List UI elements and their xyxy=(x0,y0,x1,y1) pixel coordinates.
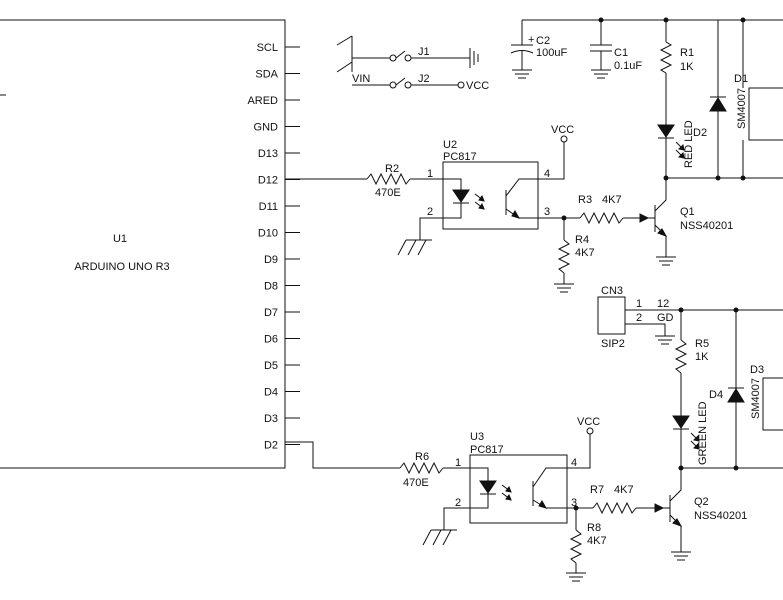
u3-vcc-label: VCC xyxy=(577,416,600,428)
u3-pin3: 3 xyxy=(571,497,577,509)
r6-ref: R6 xyxy=(415,451,429,463)
c2-ref: C2 xyxy=(536,35,550,47)
power-input-section: J1 VIN J2 VCC + C2 100uF xyxy=(336,17,783,92)
r3-value: 4K7 xyxy=(602,194,622,206)
j1-label: J1 xyxy=(418,46,430,58)
cn3-value: SIP2 xyxy=(601,338,625,350)
u3-pin4: 4 xyxy=(571,457,577,469)
arduino-u1: U1 ARDUINO UNO R3 SCL SDA ARED GND D13D12D11… xyxy=(0,19,300,469)
c1-ref: C1 xyxy=(614,47,628,59)
c1-value: 0.1uF xyxy=(614,60,642,72)
channel-2-green: R5 1K GREEN LED D4 D3 SM4007 R6 470E U3 … xyxy=(285,310,783,582)
d2-value: RED LED xyxy=(683,120,695,168)
u1-pin-label-d10: D10 xyxy=(258,228,278,240)
r4-value: 4K7 xyxy=(575,247,595,259)
u1-pin-label-d2: D2 xyxy=(264,440,278,452)
u2-pin3: 3 xyxy=(544,206,550,218)
r6-value: 470E xyxy=(403,477,429,489)
cn3-pin1: 1 xyxy=(636,298,642,310)
r2-ref: R2 xyxy=(385,163,399,175)
u1-name: ARDUINO UNO R3 xyxy=(74,261,169,273)
u1-pin-label-d7: D7 xyxy=(264,307,278,319)
vin-label: VIN xyxy=(352,73,370,85)
cn3-pin2: 2 xyxy=(636,312,642,324)
u1-pin-label-d9: D9 xyxy=(264,254,278,266)
u1-pin-label-d3: D3 xyxy=(264,413,278,425)
d3-value: SM4007 xyxy=(750,378,762,419)
cn3-label12: 12 xyxy=(657,298,669,310)
u2-value: PC817 xyxy=(443,151,477,163)
channel-1-red: R1 1K RED LED D2 D1 SM4007 R2 470E xyxy=(285,20,783,293)
d2-ref: D2 xyxy=(693,127,707,139)
d3-ref: D3 xyxy=(750,364,764,376)
d1-value: SM4007 xyxy=(736,88,748,129)
connector-cn3: CN3 SIP2 1 2 12 GD xyxy=(597,285,783,350)
d4-ref: D4 xyxy=(709,389,723,401)
u3-pin1: 1 xyxy=(455,457,461,469)
u2-ref: U2 xyxy=(443,139,457,151)
r2-value: 470E xyxy=(375,187,401,199)
u1-pin-label-d8: D8 xyxy=(264,281,278,293)
r8-ref: R8 xyxy=(587,522,601,534)
u3-pin2: 2 xyxy=(455,497,461,509)
c2-value: 100uF xyxy=(536,47,567,59)
u3-value: PC817 xyxy=(470,444,504,456)
u1-pin-label-d12: D12 xyxy=(258,175,278,187)
q1-ref: Q1 xyxy=(680,206,695,218)
r1-ref: R1 xyxy=(680,47,694,59)
u1-ref: U1 xyxy=(113,233,127,245)
u1-pin-label-sda: SDA xyxy=(255,69,278,81)
d4-value: GREEN LED xyxy=(697,401,709,465)
r4-ref: R4 xyxy=(575,234,589,246)
q2-ref: Q2 xyxy=(694,496,709,508)
r3-ref: R3 xyxy=(578,194,592,206)
u2-vcc-label: VCC xyxy=(551,124,574,136)
r1-value: 1K xyxy=(680,61,694,73)
u1-pin-label-d11: D11 xyxy=(259,201,278,213)
d1-ref: D1 xyxy=(734,73,748,85)
u1-pin-list: SCL SDA ARED GND D13D12D11D10D9D8D7D6D5D4D3D… xyxy=(247,42,300,452)
u1-pin-label-d4: D4 xyxy=(264,387,278,399)
u1-pin-label-d13: D13 xyxy=(258,148,278,160)
q1-value: NSS40201 xyxy=(680,220,733,232)
q2-value: NSS40201 xyxy=(694,510,747,522)
u2-pin1: 1 xyxy=(427,168,433,180)
r7-value: 4K7 xyxy=(614,484,634,496)
r5-value: 1K xyxy=(695,351,709,363)
c2-plus: + xyxy=(528,34,534,46)
cn3-ref: CN3 xyxy=(601,285,623,297)
r5-ref: R5 xyxy=(695,338,709,350)
r7-ref: R7 xyxy=(590,484,604,496)
u1-pin-label-d5: D5 xyxy=(264,360,278,372)
cn3-labelgd: GD xyxy=(657,312,674,324)
u1-pin-label-ared: ARED xyxy=(247,95,278,107)
r8-value: 4K7 xyxy=(587,535,607,547)
j2-label: J2 xyxy=(418,73,430,85)
u2-pin2: 2 xyxy=(427,206,433,218)
u1-pin-label-d6: D6 xyxy=(264,334,278,346)
u1-pin-label-gnd: GND xyxy=(254,122,279,134)
j2-vcc-label: VCC xyxy=(466,80,489,92)
u3-ref: U3 xyxy=(470,431,484,443)
u2-pin4: 4 xyxy=(544,168,550,180)
u1-pin-label-scl: SCL xyxy=(257,42,278,54)
